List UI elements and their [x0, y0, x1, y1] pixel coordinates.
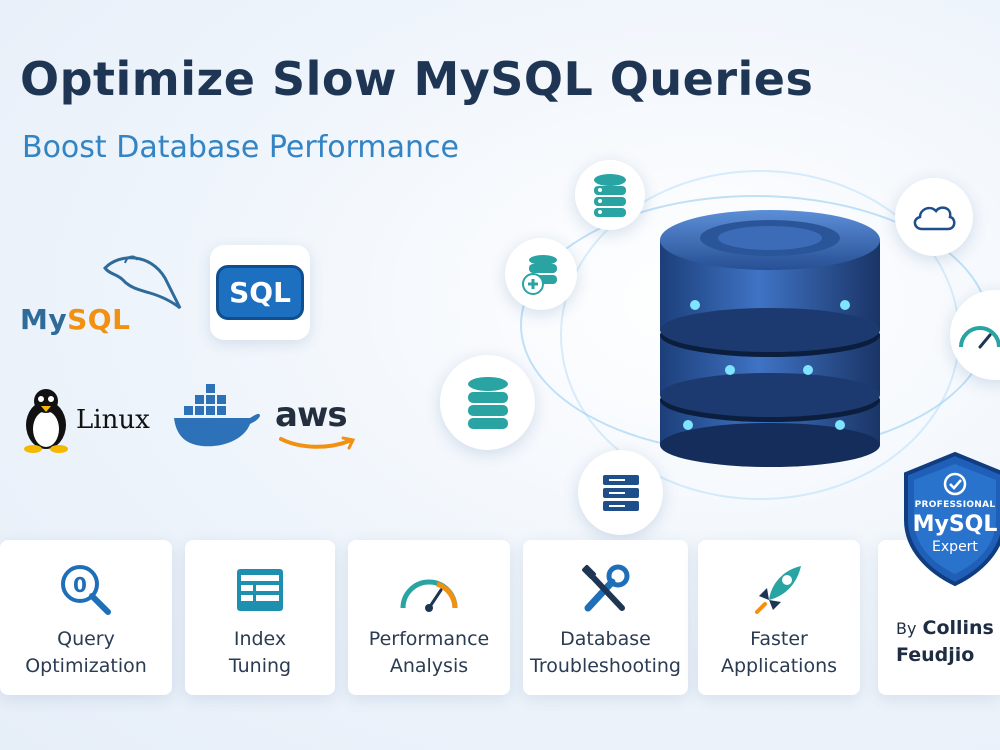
badge-line1: PROFESSIONAL — [914, 500, 996, 510]
feature-title-line2: Troubleshooting — [530, 655, 681, 677]
add-database-bubble — [505, 238, 577, 310]
docker-logo — [170, 380, 262, 450]
feature-title-line1: Index — [233, 628, 287, 650]
feature-card-index-tuning: Index Tuning — [185, 540, 335, 695]
database-bubble-large — [440, 355, 535, 450]
sql-logo: SQL — [210, 245, 310, 340]
server-icon — [602, 474, 639, 511]
feature-title-line1: Database — [560, 628, 651, 650]
author-last-name: Feudjio — [896, 644, 975, 666]
feature-title-line2: Applications — [720, 655, 838, 677]
add-database-icon — [522, 255, 557, 295]
feature-title-line2: Optimization — [25, 655, 147, 677]
linux-logo: Linux — [18, 385, 168, 455]
database-stack-illustration — [640, 195, 900, 470]
database-icon — [467, 376, 508, 429]
penguin-icon — [24, 389, 68, 453]
gauge-icon — [397, 562, 461, 618]
mysql-logo-suffix: SQL — [67, 303, 131, 336]
database-icon — [594, 174, 626, 217]
author-by: By — [896, 619, 917, 638]
docker-whale-icon — [174, 384, 260, 447]
feature-card-faster-applications: Faster Applications — [698, 540, 860, 695]
aws-logo-text: aws — [275, 395, 348, 435]
aws-smile-icon — [279, 436, 356, 450]
rocket-icon — [747, 562, 811, 618]
magnifier-icon: 0 — [54, 562, 118, 618]
mysql-logo-prefix: My — [20, 303, 68, 336]
feature-card-query-optimization: 0 Query Optimization — [0, 540, 172, 695]
badge-line2: MySQL — [912, 512, 998, 537]
shield-icon — [904, 451, 1000, 587]
page-title: Optimize Slow MySQL Queries — [20, 52, 814, 106]
professional-badge: PROFESSIONAL MySQL Expert — [900, 450, 1000, 590]
feature-title-line2: Tuning — [228, 655, 292, 677]
feature-title-line2: Analysis — [389, 655, 469, 677]
dolphin-icon — [103, 255, 182, 310]
database-cylinder-icon — [660, 210, 880, 467]
cloud-icon — [913, 206, 956, 231]
sql-logo-text: SQL — [216, 265, 304, 320]
database-bubble — [575, 160, 645, 230]
svg-text:0: 0 — [73, 573, 87, 597]
page-subtitle: Boost Database Performance — [22, 130, 460, 165]
table-icon — [228, 562, 292, 618]
badge-line3: Expert — [932, 539, 978, 555]
mysql-logo: MySQL — [20, 248, 182, 338]
feature-card-database-troubleshooting: Database Troubleshooting — [523, 540, 688, 695]
feature-title-line1: Performance — [368, 628, 490, 650]
cloud-bubble — [895, 178, 973, 256]
author-first-name: Collins — [922, 617, 994, 639]
linux-logo-text: Linux — [76, 405, 150, 435]
feature-card-performance-analysis: Performance Analysis — [348, 540, 510, 695]
feature-title-line1: Faster — [750, 628, 808, 650]
aws-logo: aws — [275, 395, 365, 455]
tools-icon — [574, 562, 638, 618]
feature-title-line1: Query — [57, 628, 115, 650]
server-bubble — [578, 450, 663, 535]
speedometer-icon — [959, 326, 1000, 349]
